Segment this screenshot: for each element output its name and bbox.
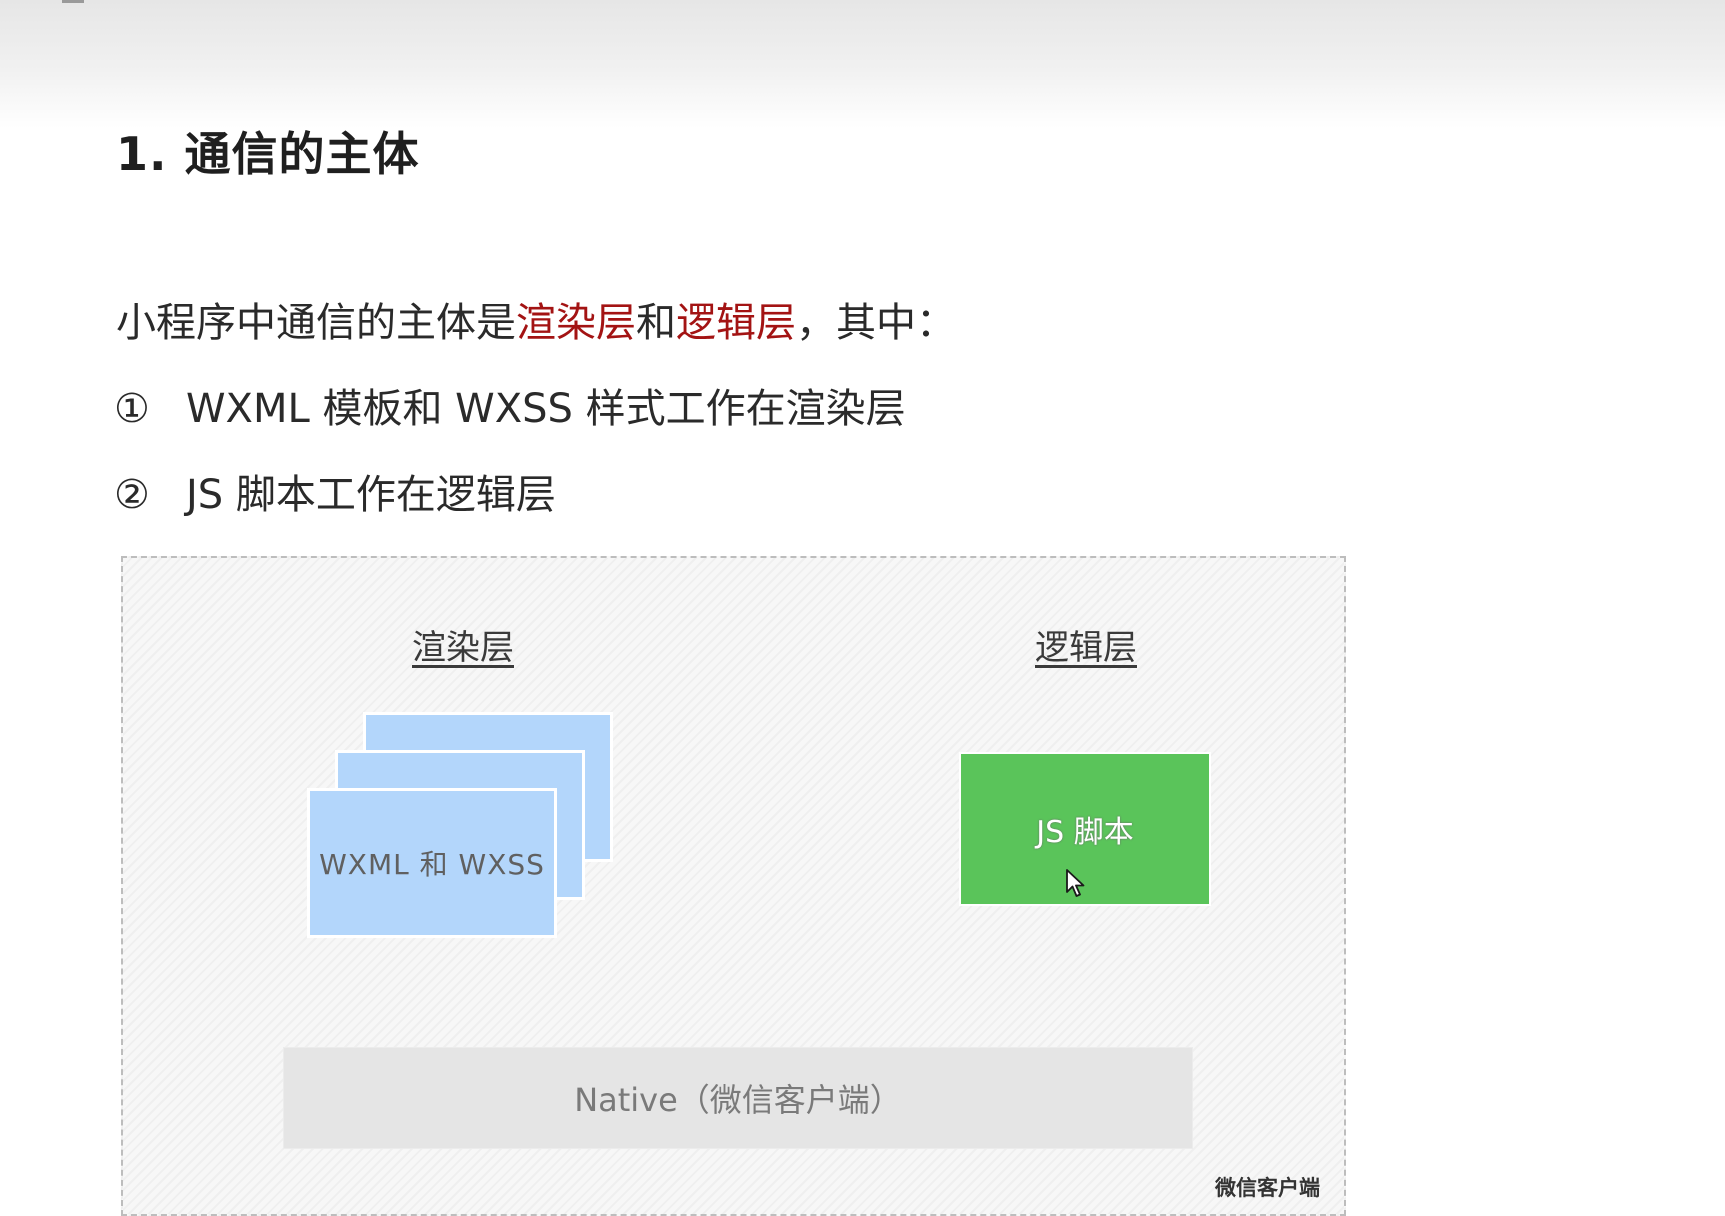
render-layer-title: 渲染层: [412, 628, 514, 668]
section-heading: 1. 通信的主体: [116, 127, 420, 181]
point-text-2: JS 脚本工作在逻辑层: [186, 472, 556, 518]
intro-logic-layer: 逻辑层: [676, 300, 796, 346]
mouse-pointer-icon: [1066, 869, 1085, 897]
intro-render-layer: 渲染层: [516, 300, 636, 346]
point-text-1: WXML 模板和 WXSS 样式工作在渲染层: [186, 386, 906, 432]
intro-paragraph: 小程序中通信的主体是渲染层和逻辑层，其中：: [116, 290, 956, 348]
point-item-2: ② JS 脚本工作在逻辑层: [114, 462, 556, 520]
native-client-label: Native（微信客户端）: [574, 1081, 902, 1119]
intro-conjunction: 和: [636, 300, 676, 346]
logic-layer-title: 逻辑层: [1035, 628, 1137, 668]
js-script-box: JS 脚本: [959, 752, 1211, 906]
js-script-label: JS 脚本: [1036, 815, 1134, 850]
point-marker-1: ①: [114, 386, 150, 432]
intro-prefix: 小程序中通信的主体是: [116, 300, 516, 346]
page-card-front: WXML 和 WXSS: [307, 788, 557, 938]
point-item-1: ① WXML 模板和 WXSS 样式工作在渲染层: [114, 376, 906, 434]
page-card-label: WXML 和 WXSS: [319, 848, 545, 881]
wechat-client-label: 微信客户端: [1215, 1176, 1320, 1200]
top-edge-mark: [62, 0, 84, 3]
native-client-bar: Native（微信客户端）: [283, 1047, 1193, 1149]
point-marker-2: ②: [114, 472, 150, 518]
intro-suffix: ，其中：: [796, 300, 956, 346]
top-fade-banner: [0, 0, 1725, 128]
architecture-diagram: 渲染层 逻辑层 WXML 和 WXSS JS 脚本 Native（微信客户端） …: [121, 556, 1346, 1216]
